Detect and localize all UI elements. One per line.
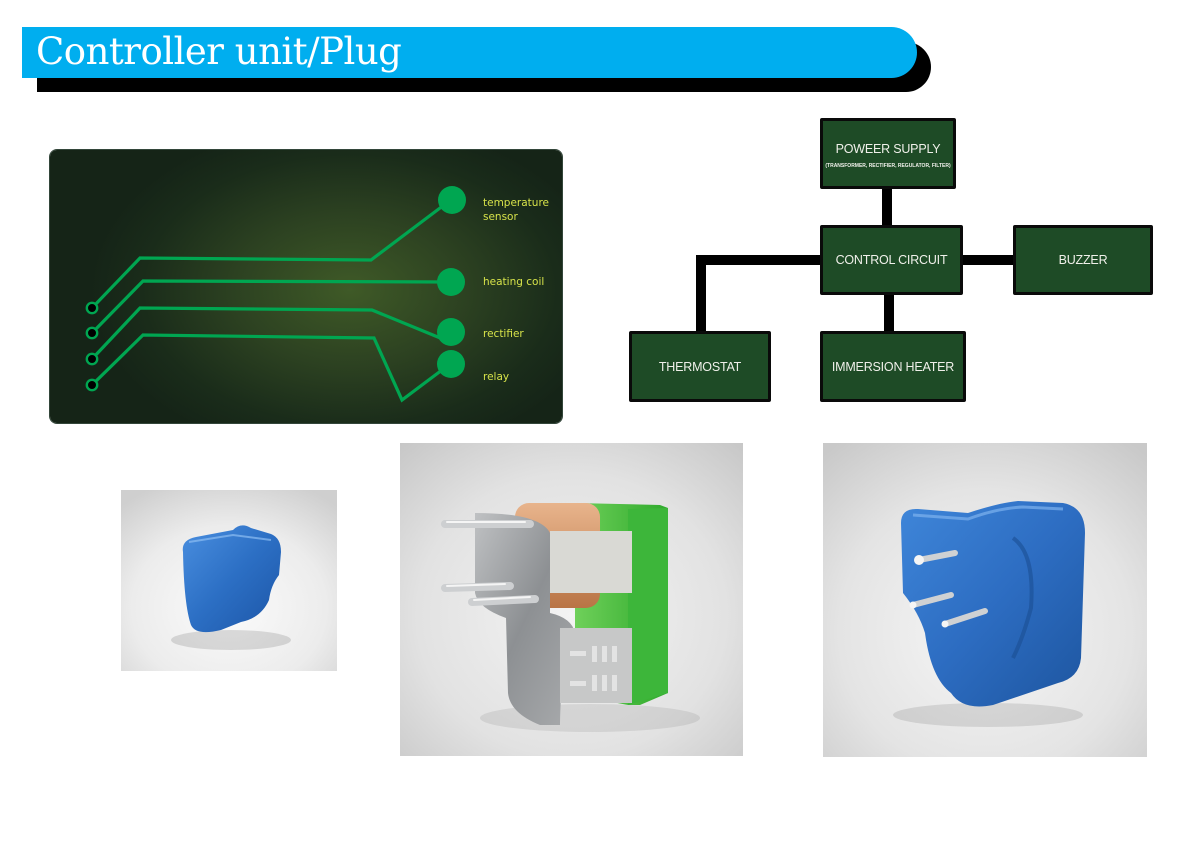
block-immersion-heater: IMMERSION HEATER — [820, 331, 966, 402]
wire-control-to-thermostat-h — [696, 255, 822, 265]
label-temperature-sensor: temperature sensor — [483, 196, 549, 224]
circuit-traces — [85, 186, 466, 403]
casing-body — [182, 525, 281, 633]
plug-casing-small-render — [121, 490, 337, 671]
trace-rectifier — [90, 306, 451, 361]
trace-relay — [90, 333, 451, 403]
connector-block — [560, 628, 632, 703]
circuit-panel: temperature sensor heating coil rectifie… — [50, 150, 562, 423]
block-control-circuit: CONTROL CIRCUIT — [820, 225, 963, 295]
pin-bottom — [468, 595, 539, 606]
pin-middle — [441, 582, 514, 592]
power-supply-subtitle: (TRANSFORMER, RECTIFIER, REGULATOR, FILT… — [825, 163, 951, 169]
metal-bracket — [475, 513, 575, 725]
block-buzzer: BUZZER — [1013, 225, 1153, 295]
wire-control-to-thermostat-v — [696, 255, 706, 333]
pin-bottom — [942, 608, 988, 627]
trace-temperature-sensor — [90, 200, 449, 310]
wire-power-to-control — [882, 186, 892, 227]
plug-casing-large-render — [823, 443, 1147, 757]
plug-internals-render — [400, 443, 743, 756]
label-relay: relay — [483, 371, 510, 383]
transformer-core — [550, 531, 632, 593]
label-line-2: sensor — [483, 211, 518, 223]
block-power-supply: POWEER SUPPLY (TRANSFORMER, RECTIFIER, R… — [820, 118, 956, 189]
pin-2 — [85, 326, 99, 340]
pin-middle — [910, 592, 954, 608]
pad-relay — [437, 350, 465, 378]
trace-heating-coil — [90, 279, 451, 335]
label-line-1: temperature — [483, 197, 549, 209]
pad-heating-coil — [437, 268, 465, 296]
pin-4 — [85, 378, 99, 392]
title-bar — [22, 27, 917, 78]
pad-rectifier — [437, 318, 465, 346]
pin-1 — [85, 301, 99, 315]
block-thermostat: THERMOSTAT — [629, 331, 771, 402]
pin-top — [916, 550, 958, 563]
label-rectifier: rectifier — [483, 328, 524, 340]
wire-control-to-buzzer — [960, 255, 1015, 265]
page-title: Controller unit/Plug — [36, 30, 402, 73]
pad-temperature-sensor — [438, 186, 466, 214]
wire-control-to-heater — [884, 292, 894, 333]
label-heating-coil: heating coil — [483, 276, 545, 288]
power-supply-title: POWEER SUPPLY — [835, 142, 941, 156]
pin-3 — [85, 352, 99, 366]
